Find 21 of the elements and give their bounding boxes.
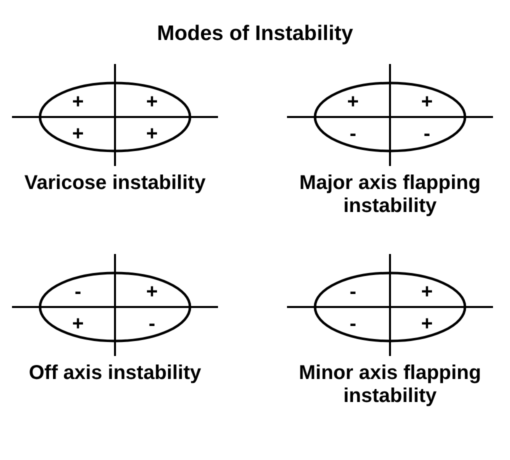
sign-label: + — [420, 314, 434, 334]
sign-label: + — [145, 124, 159, 144]
sign-label: + — [71, 92, 85, 112]
sign-label: - — [348, 314, 358, 334]
sign-label: + — [71, 314, 85, 334]
diagram-title: Modes of Instability — [156, 22, 354, 46]
sign-label: + — [346, 92, 360, 112]
sign-label: + — [145, 92, 159, 112]
sign-label: + — [71, 124, 85, 144]
sign-label: - — [348, 124, 358, 144]
mode-caption: Off axis instability — [28, 362, 202, 385]
sign-label: + — [420, 282, 434, 302]
mode-caption: Varicose instability — [23, 172, 207, 195]
sign-label: - — [348, 282, 358, 302]
sign-label: - — [148, 314, 156, 334]
sign-label: + — [145, 282, 159, 302]
sign-label: - — [74, 282, 82, 302]
sign-label: + — [420, 92, 434, 112]
mode-caption: Minor axis flapping instability — [298, 362, 482, 408]
mode-caption: Major axis flapping instability — [298, 172, 482, 218]
sign-label: - — [422, 124, 432, 144]
